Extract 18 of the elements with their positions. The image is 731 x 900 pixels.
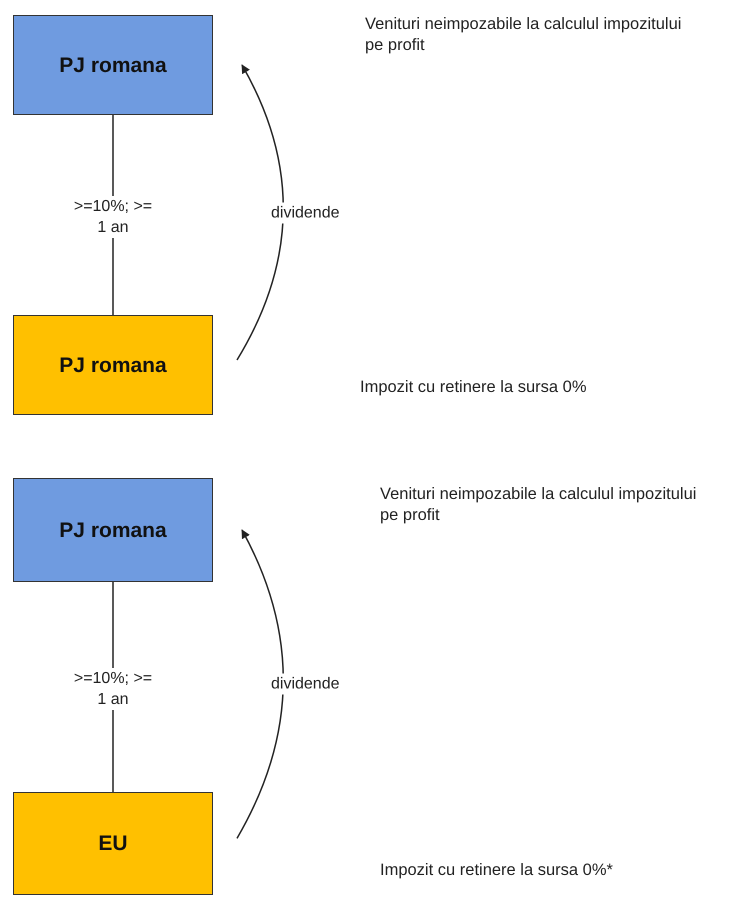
entity-box [13, 478, 213, 582]
edge-label: >=10%; >= 1 an [73, 196, 153, 238]
note-text: Venituri neimpozabile la calculul impozitului pe profit [365, 14, 682, 56]
entity-box [13, 792, 213, 895]
note-text: Venituri neimpozabile la calculul impozitului pe profit [380, 484, 698, 526]
entity-box [13, 15, 213, 115]
edge-label: dividende [271, 202, 340, 223]
edge-label: >=10%; >= 1 an [73, 668, 153, 710]
note-text: Impozit cu retinere la sursa 0%* [380, 860, 614, 881]
entity-name: PJ romana [58, 518, 168, 544]
entity-name: EU [97, 831, 129, 857]
note-text: Impozit cu retinere la sursa 0% [360, 377, 588, 398]
entity-box [13, 315, 213, 415]
entity-name: PJ romana [58, 52, 168, 78]
edge-label: dividende [271, 674, 340, 695]
entity-name: PJ romana [58, 352, 168, 378]
curved-arrow [236, 64, 284, 360]
curved-arrow [236, 529, 284, 839]
